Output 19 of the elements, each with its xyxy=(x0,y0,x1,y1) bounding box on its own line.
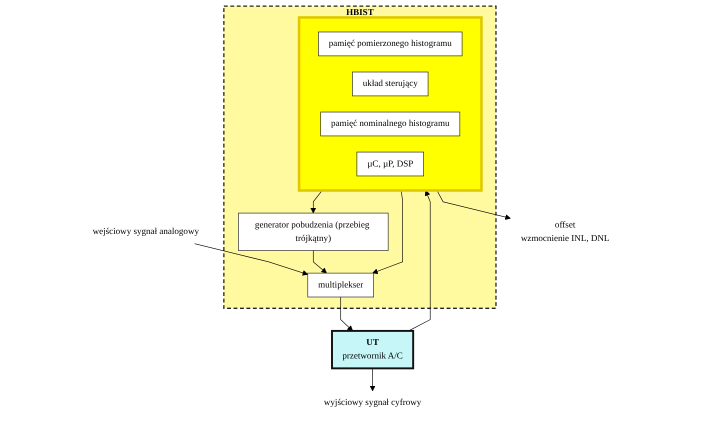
node-box: generator pobudzenia (przebieg trójkątny) xyxy=(238,212,388,251)
node-box: pamięć pomierzonego histogramu xyxy=(318,32,462,56)
node-text: offset wzmocnienie INL, DNL xyxy=(520,220,610,244)
arrow xyxy=(310,190,322,214)
arrow xyxy=(370,368,376,392)
node-box: pamięć nominalnego histogramu xyxy=(320,112,460,136)
arrow xyxy=(436,190,511,220)
arrow xyxy=(408,190,431,332)
node-box: µC, µP, DSP xyxy=(356,152,424,176)
arrow xyxy=(194,243,308,276)
node-box: multiplekser xyxy=(307,272,374,298)
arrow xyxy=(372,190,404,274)
node-text: wyjściowy sygnał cyfrowy xyxy=(324,398,422,408)
node-text: wejściowy sygnał analogowy xyxy=(92,226,199,237)
arrow xyxy=(312,250,327,274)
node-box: UT przetwornik A/C xyxy=(331,330,414,370)
cluster xyxy=(298,16,483,192)
node-box: układ sterujący xyxy=(352,72,428,96)
arrow xyxy=(340,296,353,332)
